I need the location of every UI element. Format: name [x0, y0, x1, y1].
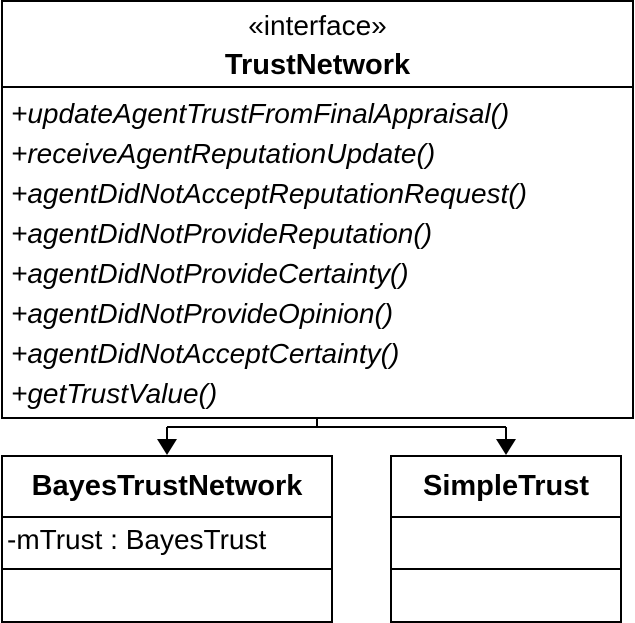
interface-name: TrustNetwork: [224, 49, 411, 81]
operation-item: +agentDidNotAcceptReputationRequest(): [11, 178, 527, 209]
arrowhead-simple: [496, 439, 516, 455]
interface-header: «interface» TrustNetwork: [3, 2, 632, 88]
operation-item: +agentDidNotProvideReputation(): [11, 218, 433, 249]
operation-item: +updateAgentTrustFromFinalAppraisal(): [11, 98, 510, 129]
class-name: BayesTrustNetwork: [3, 457, 331, 518]
operation-item: +agentDidNotProvideCertainty(): [11, 258, 409, 289]
class-attributes-section: [392, 516, 620, 570]
class-methods-section: [3, 570, 331, 621]
class-methods-section: [392, 570, 620, 621]
class-bayestrustnetwork-box: BayesTrustNetwork -mTrust : BayesTrust: [1, 455, 333, 623]
interface-operations-list: +updateAgentTrustFromFinalAppraisal() +r…: [11, 94, 527, 414]
operation-item: +agentDidNotAcceptCertainty(): [11, 338, 400, 369]
interface-stereotype: «interface»: [248, 10, 387, 41]
operation-item: +receiveAgentReputationUpdate(): [11, 138, 436, 169]
interface-trustnetwork-box: «interface» TrustNetwork +updateAgentTru…: [1, 0, 634, 419]
class-simpletrust-box: SimpleTrust: [390, 455, 622, 623]
operation-item: +agentDidNotProvideOpinion(): [11, 298, 394, 329]
arrowhead-bayes: [157, 439, 177, 455]
class-name: SimpleTrust: [392, 457, 620, 518]
class-attributes-section: -mTrust : BayesTrust: [3, 516, 331, 570]
operation-item: +getTrustValue(): [11, 378, 218, 409]
attribute-item: -mTrust : BayesTrust: [7, 524, 267, 555]
